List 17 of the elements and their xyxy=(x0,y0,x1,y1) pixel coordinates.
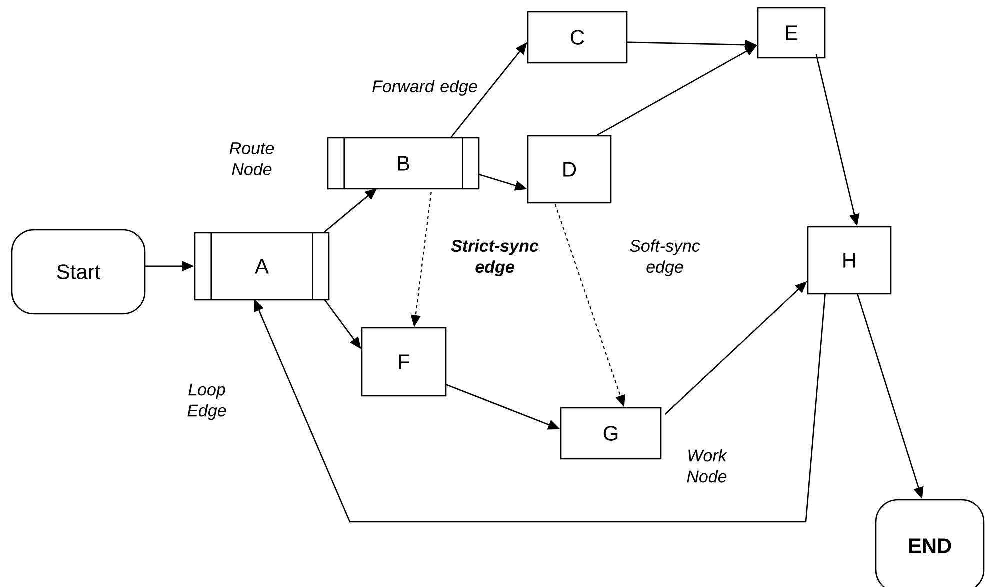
work-node-box: E xyxy=(757,7,826,59)
annotation-label: Loop Edge xyxy=(188,384,226,420)
annotation-label: Work Node xyxy=(687,449,728,483)
annotation-label: Route Node xyxy=(230,142,274,176)
loop-arrow xyxy=(254,293,826,523)
route-node-box: A xyxy=(194,232,330,301)
terminal-box: Start xyxy=(11,229,146,315)
route-node-box: B xyxy=(327,137,480,190)
work-node-box: D xyxy=(527,135,612,204)
work-node-box: G xyxy=(560,407,662,460)
work-node-box: C xyxy=(527,11,628,64)
work-node-box: F xyxy=(361,327,447,397)
annotation-label: Forward edge xyxy=(372,80,478,96)
work-node-box: H xyxy=(807,226,892,295)
annotation-label: Soft-sync edge xyxy=(630,240,700,276)
terminal-box: END xyxy=(875,499,985,587)
annotation-label: Strict-sync edge xyxy=(451,240,539,276)
